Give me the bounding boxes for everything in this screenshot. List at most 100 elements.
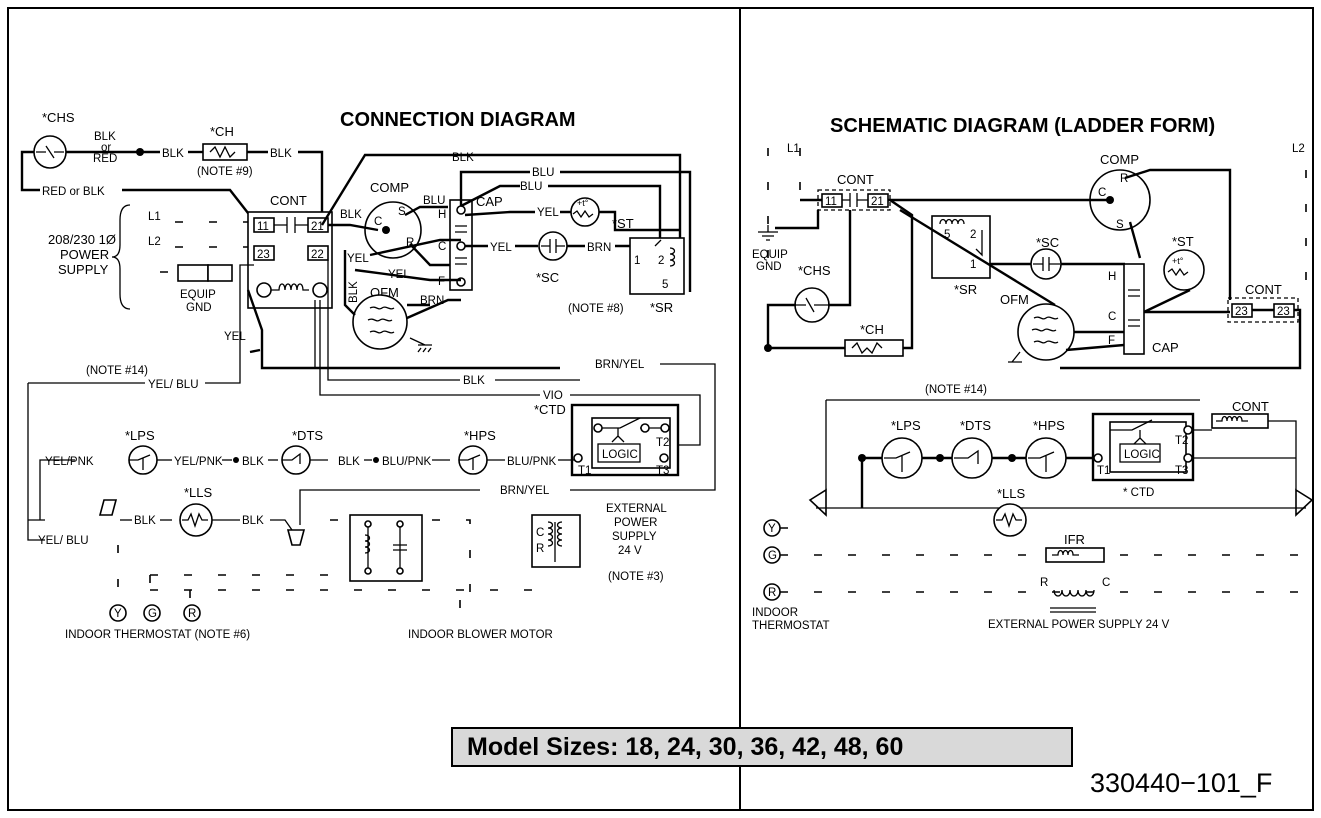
sch-gnd-label: GND <box>756 261 782 273</box>
sch-cont-coil-label: CONT <box>1232 399 1269 414</box>
blower-label: INDOOR BLOWER MOTOR <box>408 629 553 641</box>
svg-text:+t°: +t° <box>577 198 589 208</box>
wire-red-or-blk: RED or BLK <box>42 186 105 198</box>
sch-transformer <box>1050 589 1096 613</box>
sch-thermostat-y: Y <box>768 523 776 535</box>
wire-blk-8: BLK <box>242 515 264 527</box>
sch-dts-label: *DTS <box>960 418 991 433</box>
sch-ctd-logic: LOGIC <box>1124 449 1160 461</box>
cont-terminal-21: 21 <box>311 221 324 233</box>
wire-blu-pnk-2: BLU/PNK <box>507 456 557 468</box>
sch-cont-23a: 23 <box>1235 306 1248 318</box>
compressor <box>364 201 422 259</box>
sr-terminal-2: 2 <box>658 255 664 267</box>
sch-cap-c: C <box>1108 311 1116 323</box>
lls-label: *LLS <box>184 485 213 500</box>
sch-ctd-label: * CTD <box>1123 487 1154 499</box>
transformer <box>531 514 581 568</box>
comp-terminal-s: S <box>398 206 406 218</box>
sch-comp-s: S <box>1116 219 1124 231</box>
ch-label: *CH <box>210 124 234 139</box>
sc-label: *SC <box>536 270 559 285</box>
note8-label: (NOTE #8) <box>568 303 624 315</box>
sch-hps-label: *HPS <box>1033 418 1065 433</box>
wire-blk-or-red-2: or <box>101 142 111 154</box>
chs-label: *CHS <box>42 110 75 125</box>
power-label-1: 208/230 1Ø <box>48 232 116 247</box>
sch-comp-c: C <box>1098 187 1106 199</box>
wire-yel-3: YEL <box>490 242 512 254</box>
cap-h-label: H <box>438 209 446 221</box>
comp-label: COMP <box>370 180 409 195</box>
note14-label: (NOTE #14) <box>86 365 148 377</box>
cap-c-label: C <box>438 241 446 253</box>
dts-label: *DTS <box>292 428 323 443</box>
sheet-border <box>7 7 1314 811</box>
sch-ctd-t3: T3 <box>1175 465 1188 477</box>
sch-cap-f: F <box>1108 335 1115 347</box>
wire-blk-2: BLK <box>270 148 292 160</box>
wire-blu-2: BLU <box>532 167 554 179</box>
sch-cont-23b: 23 <box>1277 306 1290 318</box>
wire-yel-blu-1: YEL/ BLU <box>148 379 199 391</box>
connection-diagram: CONNECTION DIAGRAM *CHS BLK or RED BLK *… <box>20 109 716 641</box>
sch-l1-label: L1 <box>787 143 800 155</box>
sr-terminal-5: 5 <box>662 279 668 291</box>
ctd-logic: LOGIC <box>602 449 638 461</box>
comp-terminal-r: R <box>406 237 414 249</box>
wire-blk-5: BLK <box>242 456 264 468</box>
sch-sr-5: 5 <box>944 229 950 241</box>
sch-cap-label: CAP <box>1152 340 1179 355</box>
wire-blk-or-red-1: BLK <box>94 131 116 143</box>
wire-brn-yel-1: BRN/YEL <box>595 359 645 371</box>
thermostat-label: INDOOR THERMOSTAT (NOTE #6) <box>65 629 250 641</box>
wire-blk-7: BLK <box>134 515 156 527</box>
wire-blu-3: BLU <box>520 181 542 193</box>
sch-outdoor-fan-motor <box>1017 303 1075 361</box>
sch-cap-h: H <box>1108 271 1116 283</box>
sch-comp-r: R <box>1120 173 1128 185</box>
wire-blk-top: BLK <box>452 152 474 164</box>
model-sizes-banner: Model Sizes: 18, 24, 30, 36, 42, 48, 60 <box>451 727 1073 767</box>
sch-sr-2: 2 <box>970 229 976 241</box>
sch-lls-label: *LLS <box>997 486 1026 501</box>
outdoor-fan-motor <box>352 294 408 350</box>
cont-terminal-11: 11 <box>257 221 269 233</box>
cap-f-label: F <box>438 276 445 288</box>
sch-ctd-t1: T1 <box>1097 465 1110 477</box>
cont-terminal-22: 22 <box>311 249 324 261</box>
l1-label: L1 <box>148 211 161 223</box>
sch-transformer-r: R <box>1040 577 1048 589</box>
sch-cont-21: 21 <box>871 196 884 208</box>
sr-label: *SR <box>650 300 673 315</box>
wire-yel-5: YEL <box>224 331 246 343</box>
wire-yel-blu-2: YEL/ BLU <box>38 535 89 547</box>
ext-label-2: POWER <box>614 517 657 529</box>
wire-yel-pnk-2: YEL/PNK <box>174 456 223 468</box>
sch-thermostat-r: R <box>768 587 776 599</box>
thermostat-g: G <box>148 608 157 620</box>
sch-ofm-label: OFM <box>1000 292 1029 307</box>
ctd-t3: T3 <box>656 465 669 477</box>
sch-ifr-label: IFR <box>1064 532 1085 547</box>
part-number: 330440−101_F <box>1090 768 1273 798</box>
wire-yel-2: YEL <box>388 269 410 281</box>
hps-label: *HPS <box>464 428 496 443</box>
ext-label-4: 24 V <box>618 545 642 557</box>
wire-brn-1: BRN <box>587 242 611 254</box>
wire-blk-6: BLK <box>338 456 360 468</box>
sch-thermostat-label: THERMOSTAT <box>752 620 830 632</box>
sch-thermostat-g: G <box>768 550 777 562</box>
sch-equip-label: EQUIP <box>752 249 788 261</box>
sch-sc-label: *SC <box>1036 235 1059 250</box>
gnd-label: GND <box>186 302 212 314</box>
sch-transformer-c: C <box>1102 577 1110 589</box>
cap-label: CAP <box>476 194 503 209</box>
thermostat-r: R <box>188 608 196 620</box>
cont-label: CONT <box>270 193 307 208</box>
sch-indoor-label: INDOOR <box>752 607 798 619</box>
ctd-label: *CTD <box>534 402 566 417</box>
sch-sr-label: *SR <box>954 282 977 297</box>
